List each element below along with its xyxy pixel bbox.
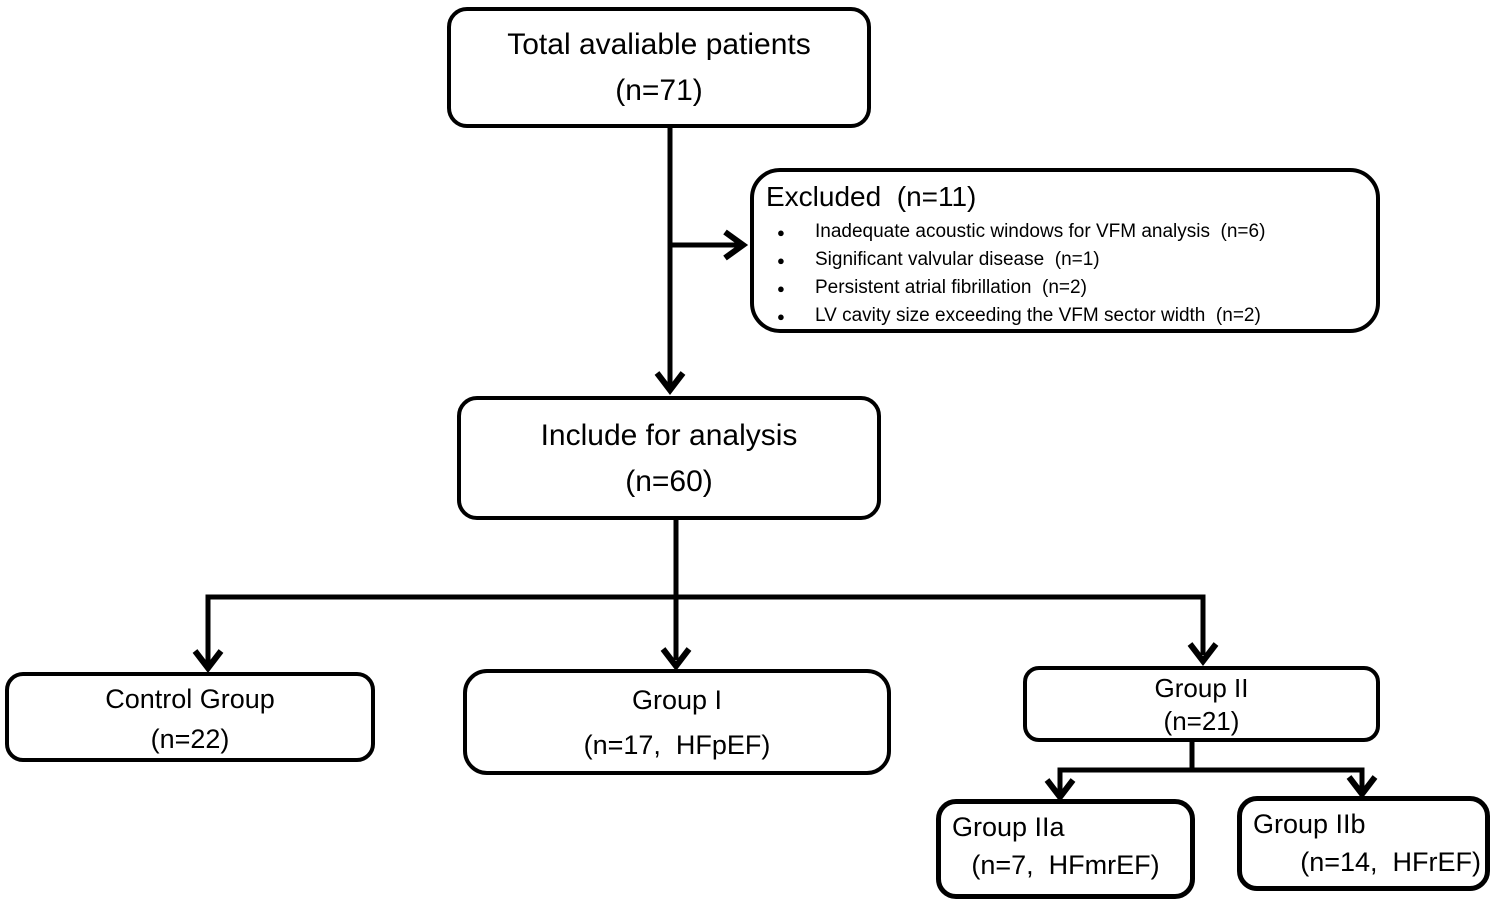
node-title: Group I xyxy=(631,685,723,715)
arrow-total-to-include xyxy=(654,125,686,395)
list-item: ● Significant valvular disease (n=1) xyxy=(766,246,1368,274)
arrow-to-three-groups xyxy=(192,518,1219,673)
excluded-title: Excluded (n=11) xyxy=(766,181,977,212)
node-count: (n=17, HFpEF) xyxy=(583,730,771,760)
bullet-icon: ● xyxy=(777,309,785,324)
node-title: Control Group xyxy=(105,684,275,714)
excluded-reason: Persistent atrial fibrillation (n=2) xyxy=(815,277,1087,298)
node-title: Group IIa xyxy=(952,812,1065,842)
node-count: (n=71) xyxy=(615,74,703,107)
arrow-to-excluded xyxy=(668,229,749,261)
node-group-2a: Group IIa (n=7, HFmrEF) xyxy=(936,799,1195,899)
node-total-patients: Total avaliable patients (n=71) xyxy=(447,7,871,128)
node-count: (n=22) xyxy=(150,724,230,754)
excluded-reason: Inadequate acoustic windows for VFM anal… xyxy=(815,221,1266,242)
node-group-1: Group I (n=17, HFpEF) xyxy=(463,669,891,775)
bullet-icon: ● xyxy=(777,253,785,268)
excluded-reason: Significant valvular disease (n=1) xyxy=(815,249,1100,270)
node-group-2b: Group IIb (n=14, HFrEF) xyxy=(1237,796,1490,891)
list-item: ● LV cavity size exceeding the VFM secto… xyxy=(766,302,1368,330)
node-count: (n=21) xyxy=(1163,706,1240,736)
node-control-group: Control Group (n=22) xyxy=(5,672,375,762)
list-item: ● Inadequate acoustic windows for VFM an… xyxy=(766,218,1368,246)
node-title: Include for analysis xyxy=(540,419,798,452)
bullet-icon: ● xyxy=(777,225,785,240)
node-include-for-analysis: Include for analysis (n=60) xyxy=(457,396,881,520)
node-group-2: Group II (n=21) xyxy=(1023,666,1380,742)
node-title: Group II xyxy=(1154,673,1249,703)
bullet-icon: ● xyxy=(777,281,785,296)
node-count: (n=7, HFmrEF) xyxy=(971,850,1160,880)
node-count: (n=60) xyxy=(625,465,713,498)
list-item: ● Persistent atrial fibrillation (n=2) xyxy=(766,274,1368,302)
excluded-reason: LV cavity size exceeding the VFM sector … xyxy=(815,305,1261,326)
node-title: Total avaliable patients xyxy=(507,28,811,61)
arrow-group2-split xyxy=(1044,740,1378,802)
node-count: (n=14, HFrEF) xyxy=(1300,847,1481,877)
node-title: Group IIb xyxy=(1253,809,1366,839)
excluded-reasons-list: ● Inadequate acoustic windows for VFM an… xyxy=(766,218,1368,330)
node-excluded: Excluded (n=11) ● Inadequate acoustic wi… xyxy=(750,168,1380,333)
